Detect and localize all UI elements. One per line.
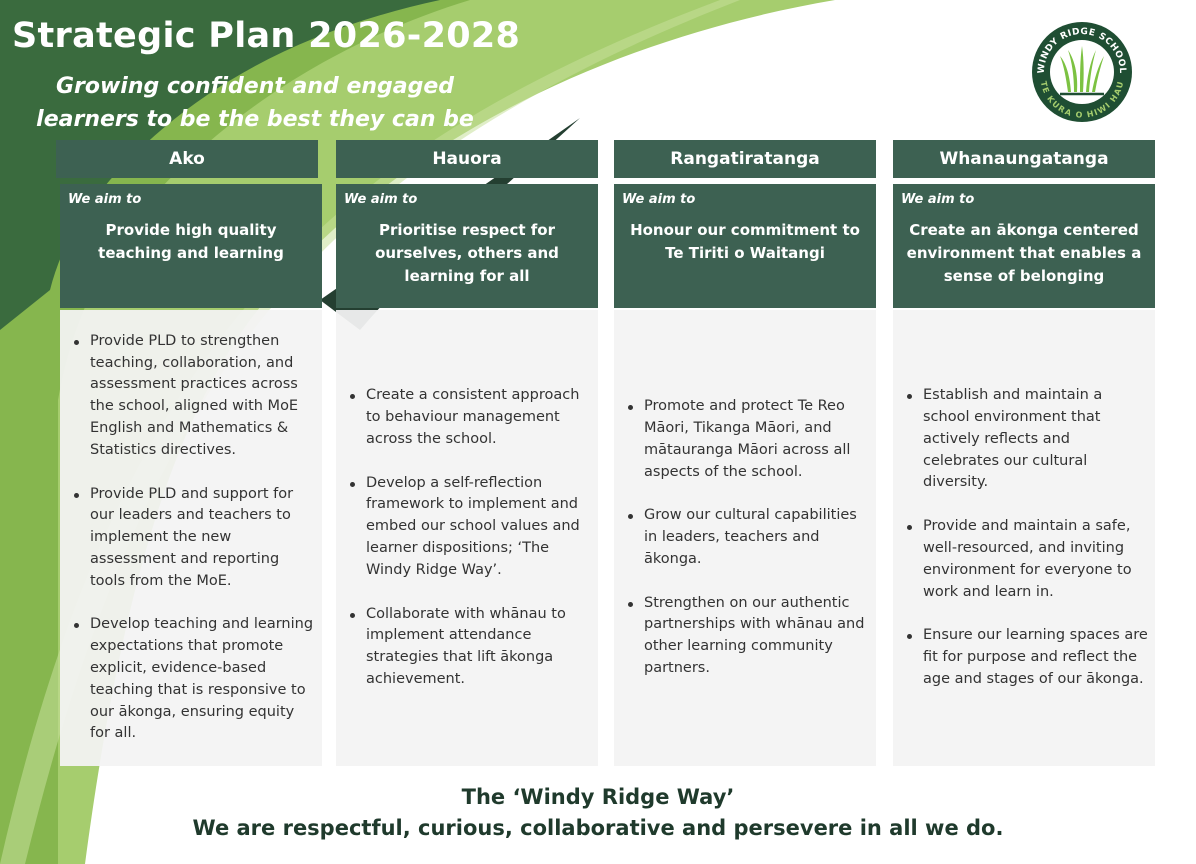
column-body-rangatiratanga: Promote and protect Te Reo Māori, Tikang… <box>614 310 876 766</box>
column-body-whanaungatanga: Establish and maintain a school environm… <box>893 310 1155 766</box>
list-item: Provide PLD to strengthen teaching, coll… <box>70 331 316 462</box>
footer-motto: The ‘Windy Ridge Way’ We are respectful,… <box>0 782 1196 844</box>
aim-box-rangatiratanga: We aim to Honour our commitment to Te Ti… <box>614 184 876 308</box>
subtitle-line-2: learners to be the best they can be <box>36 107 474 132</box>
list-item: Provide and maintain a safe, well-resour… <box>903 516 1149 603</box>
column-header-hauora: Hauora <box>336 140 598 178</box>
aim-box-ako: We aim to Provide high quality teaching … <box>60 184 322 308</box>
aim-label: We aim to <box>622 192 696 207</box>
list-item: Establish and maintain a school environm… <box>903 385 1149 494</box>
column-body-hauora: Create a consistent approach to behaviou… <box>336 310 598 766</box>
list-item: Strengthen on our authentic partnerships… <box>624 593 870 680</box>
column-header-ako: Ako <box>56 140 318 178</box>
list-item: Create a consistent approach to behaviou… <box>346 385 592 450</box>
footer-statement: We are respectful, curious, collaborativ… <box>192 816 1004 840</box>
aim-label: We aim to <box>68 192 142 207</box>
list-item: Collaborate with whānau to implement att… <box>346 604 592 691</box>
aim-text: Provide high quality teaching and learni… <box>98 221 284 262</box>
subtitle-line-1: Growing confident and engaged <box>55 74 455 99</box>
list-item: Grow our cultural capabilities in leader… <box>624 505 870 570</box>
aim-text: Prioritise respect for ourselves, others… <box>375 221 559 285</box>
list-item: Provide PLD and support for our leaders … <box>70 484 316 593</box>
aim-box-whanaungatanga: We aim to Create an ākonga centered envi… <box>893 184 1155 308</box>
aim-box-hauora: We aim to Prioritise respect for ourselv… <box>336 184 598 308</box>
school-logo: WINDY RIDGE SCHOOL TE KURA O HIWI HAU <box>1032 22 1132 122</box>
column-body-ako: Provide PLD to strengthen teaching, coll… <box>60 310 322 766</box>
page-title: Strategic Plan 2026-2028 <box>12 16 521 56</box>
logo-grass-icon <box>1060 46 1104 92</box>
column-header-whanaungatanga: Whanaungatanga <box>893 140 1155 178</box>
list-item: Develop teaching and learning expectatio… <box>70 614 316 745</box>
aim-label: We aim to <box>901 192 975 207</box>
list-item: Promote and protect Te Reo Māori, Tikang… <box>624 396 870 483</box>
list-item: Ensure our learning spaces are fit for p… <box>903 625 1149 690</box>
aim-label: We aim to <box>344 192 418 207</box>
aim-text: Create an ākonga centered environment th… <box>906 221 1142 285</box>
footer-heading: The ‘Windy Ridge Way’ <box>461 785 735 809</box>
list-item: Develop a self-reflection framework to i… <box>346 473 592 582</box>
aim-text: Honour our commitment to Te Tiriti o Wai… <box>630 221 860 262</box>
column-header-rangatiratanga: Rangatiratanga <box>614 140 876 178</box>
page-subtitle: Growing confident and engaged learners t… <box>30 70 480 136</box>
